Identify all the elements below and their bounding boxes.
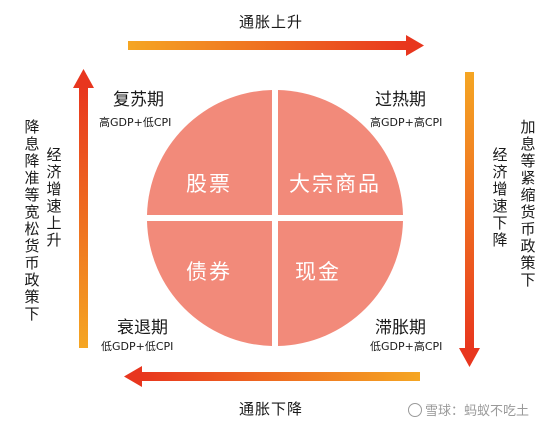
growth-falling-label: 经济增速下降 [492,146,508,249]
quadrant-bottom-right [278,221,403,346]
right-arrow [459,72,480,367]
inflation-falling-label: 通胀下降 [239,400,304,418]
quadrant-bottom-left [147,221,272,346]
asset-bonds-label: 债券 [186,260,232,284]
watermark: 雪球：蚂蚁不吃土 [408,400,529,419]
circle-quadrants [147,90,403,346]
left-arrow [73,69,94,348]
tight-policy-label: 加息等紧缩货币政策下 [520,118,536,289]
phase-recession-name: 衰退期 [117,318,168,338]
phase-stagflation-name: 滞胀期 [375,318,426,338]
phase-recovery-condition: 高GDP+低CPI [99,116,172,129]
phase-overheat-condition: 高GDP+高CPI [370,116,443,129]
asset-stocks-label: 股票 [186,172,232,196]
growth-rising-label: 经济增速上升 [46,146,62,249]
snowball-logo-icon [408,403,422,417]
watermark-text: 雪球：蚂蚁不吃土 [425,404,530,419]
quadrant-top-left [147,90,272,215]
inflation-rising-label: 通胀上升 [239,13,304,31]
phase-recovery-name: 复苏期 [113,90,164,110]
asset-commodities-label: 大宗商品 [289,172,381,196]
top-arrow [128,35,424,56]
bottom-arrow [124,366,420,387]
phase-recession-condition: 低GDP+低CPI [101,340,174,353]
quadrant-top-right [278,90,403,215]
loose-policy-label: 降息降准等宽松货币政策下 [24,118,40,323]
phase-stagflation-condition: 低GDP+高CPI [370,340,443,353]
phase-overheat-name: 过热期 [375,90,426,110]
asset-cash-label: 现金 [295,260,341,284]
